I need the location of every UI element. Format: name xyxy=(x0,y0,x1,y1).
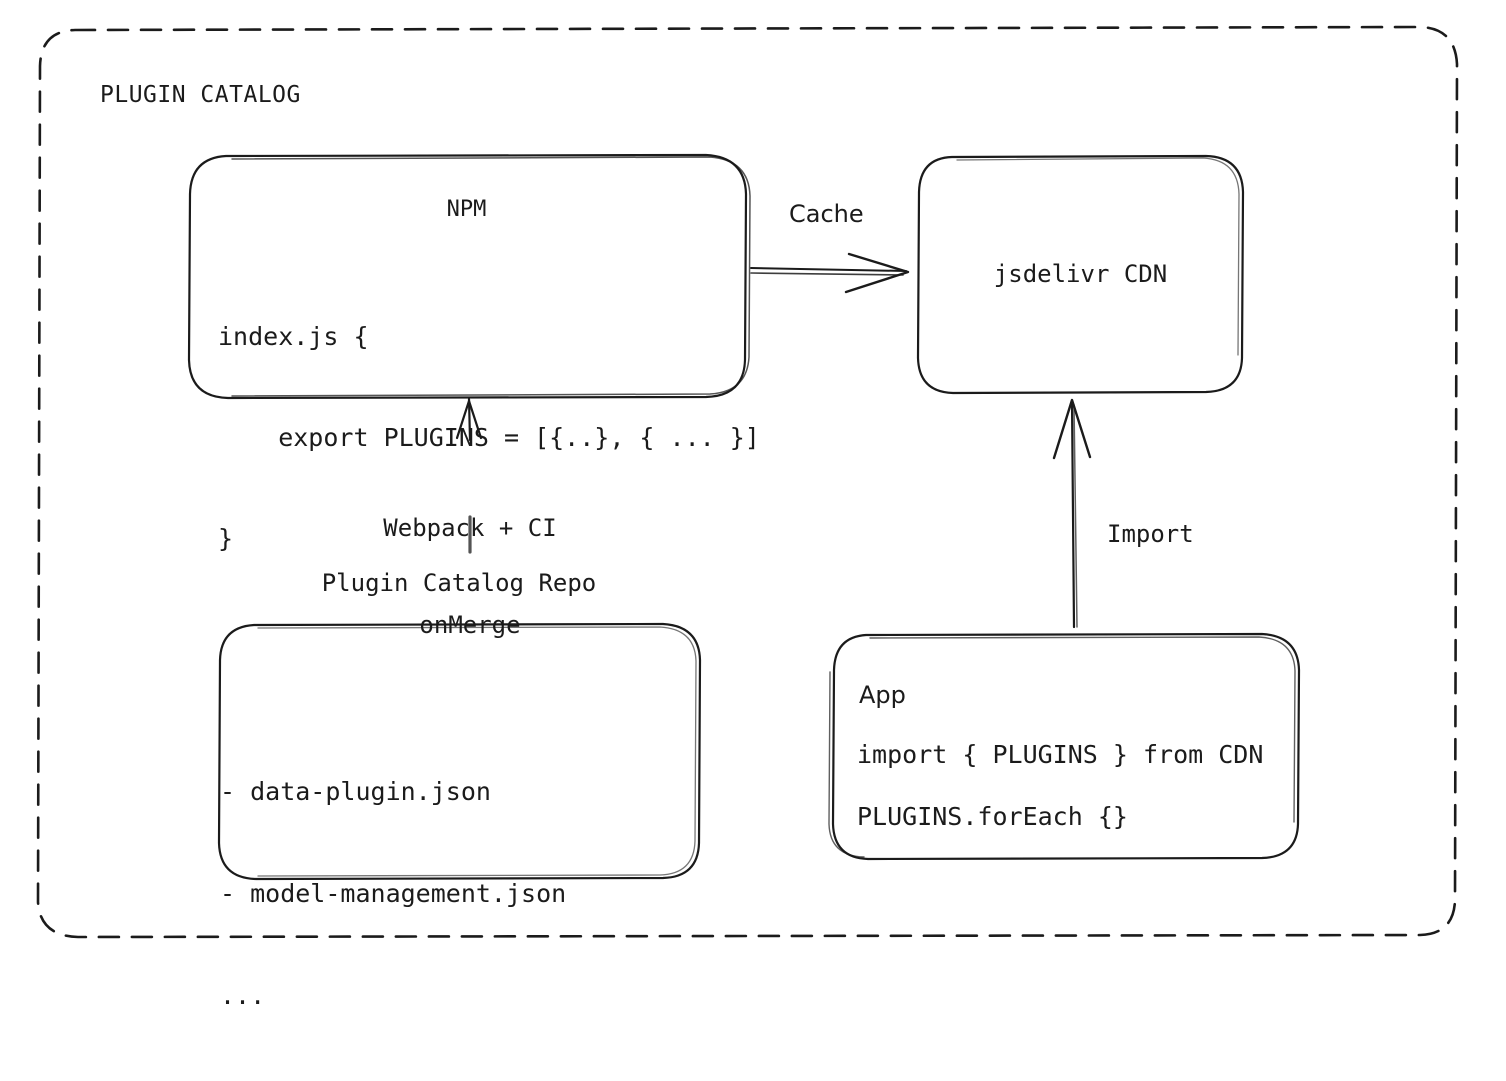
webpack-edge-label-line-1: Webpack + CI xyxy=(383,513,557,542)
app-node-code-line-1: import { PLUGINS } from CDN xyxy=(857,740,1264,769)
webpack-edge-label-line-2: onMerge xyxy=(419,610,521,639)
npm-node-title: NPM xyxy=(446,197,487,222)
npm-code-line-2: export PLUGINS = [{..}, { ... }] xyxy=(218,422,760,452)
cache-arrow-line xyxy=(750,267,907,272)
cdn-node-title: jsdelivr CDN xyxy=(993,260,1168,288)
import-arrow-head xyxy=(1052,398,1092,460)
app-node-code-line-2: PLUGINS.forEach {} xyxy=(857,802,1128,831)
repo-list-item: ... xyxy=(220,981,266,1010)
repo-list-item: - data-plugin.json xyxy=(220,777,491,806)
webpack-edge-label: Webpack + CI onMerge xyxy=(335,447,605,706)
import-arrow-line-sketch xyxy=(1073,404,1078,628)
cache-edge-label: Cache xyxy=(789,200,864,228)
npm-code-line-3: } xyxy=(218,524,234,553)
import-edge-label: Import xyxy=(1107,520,1194,548)
npm-code-line-1: index.js { xyxy=(218,321,369,351)
cache-arrow-head xyxy=(844,252,910,294)
repo-node-caption: Plugin Catalog Repo xyxy=(321,569,597,597)
import-arrow-line xyxy=(1070,400,1076,629)
cache-arrow-line-sketch xyxy=(750,272,904,276)
cdn-box-outline-sketch xyxy=(956,157,1240,356)
npm-node-code: index.js { export PLUGINS = [{..}, { ...… xyxy=(218,252,760,623)
container-title: PLUGIN CATALOG xyxy=(100,82,301,108)
diagram-canvas: PLUGIN CATALOG NPM index.js { export PLU… xyxy=(36,25,1459,1010)
repo-node-list: - data-plugin.json - model-management.js… xyxy=(220,707,566,1081)
repo-list-item: - model-management.json xyxy=(220,879,567,908)
app-node-title: App xyxy=(859,681,906,709)
